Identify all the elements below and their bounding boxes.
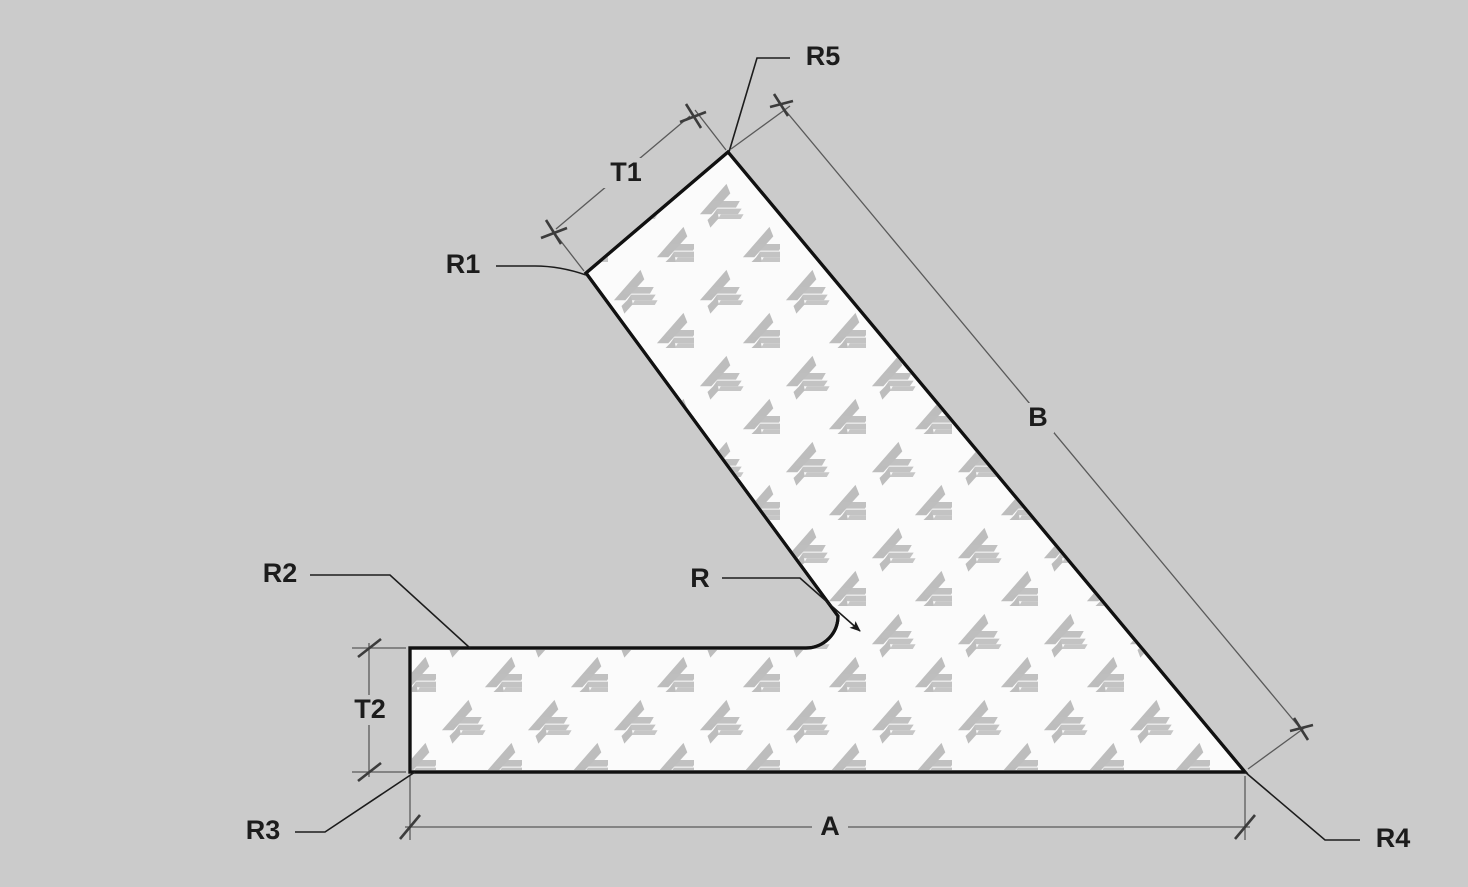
leader-R-label: R: [690, 563, 710, 593]
dim-A-label: A: [820, 811, 840, 841]
leader-R1-line: [496, 265, 587, 276]
dim-T2-tick-top: [357, 637, 382, 659]
leader-R3-label: R3: [246, 815, 281, 845]
dim-T1-label: T1: [610, 157, 642, 187]
part-outline-stroke-top: [408, 149, 1249, 774]
leader-R2-line: [310, 574, 471, 649]
part-hatch-fill: [410, 152, 1245, 772]
leader-R3-line: [295, 771, 416, 833]
dimension-T2: T2: [344, 637, 406, 783]
dim-B-ext-bottom: [1247, 725, 1308, 770]
dim-T2-tick-bottom: [357, 761, 382, 783]
leader-R5-label: R5: [806, 41, 841, 71]
dim-T1-label-bg: [602, 158, 650, 188]
leader-R4: R4: [1244, 771, 1411, 853]
dim-B-label-bg: [1022, 403, 1054, 433]
leader-R5-line: [728, 57, 790, 153]
dim-B-tick-bottom2: [1292, 717, 1310, 741]
dimension-T1: T1: [540, 103, 727, 272]
dim-A-tick-left: [399, 814, 421, 840]
leader-R2-label: R2: [263, 558, 298, 588]
leader-R1: R1: [446, 249, 587, 279]
leader-R-line: [722, 577, 861, 632]
part-body-group: [408, 149, 1249, 774]
dim-T1-ext-apex: [694, 109, 727, 151]
dim-T1-tick-b2: [540, 226, 568, 240]
leader-R2: R2: [263, 558, 471, 649]
dimension-B: B: [730, 93, 1314, 770]
leader-R4-label: R4: [1376, 823, 1411, 853]
dim-T2-label: T2: [354, 694, 386, 724]
dimension-A: A: [399, 776, 1256, 842]
dim-A-tick-right: [1234, 814, 1256, 840]
leader-R: R: [690, 563, 861, 632]
dim-B-ext-top: [730, 105, 791, 150]
dim-B-label: B: [1028, 402, 1048, 432]
leader-R4-line: [1244, 771, 1360, 841]
dim-T2-label-bg: [344, 695, 396, 725]
leader-R3: R3: [246, 771, 416, 845]
dim-T1-tick-a2: [679, 110, 707, 124]
dim-A-label-bg: [812, 812, 848, 842]
leader-R1-label: R1: [446, 249, 481, 279]
dim-B-tick-top2: [772, 93, 790, 117]
leader-R5: R5: [728, 41, 841, 153]
